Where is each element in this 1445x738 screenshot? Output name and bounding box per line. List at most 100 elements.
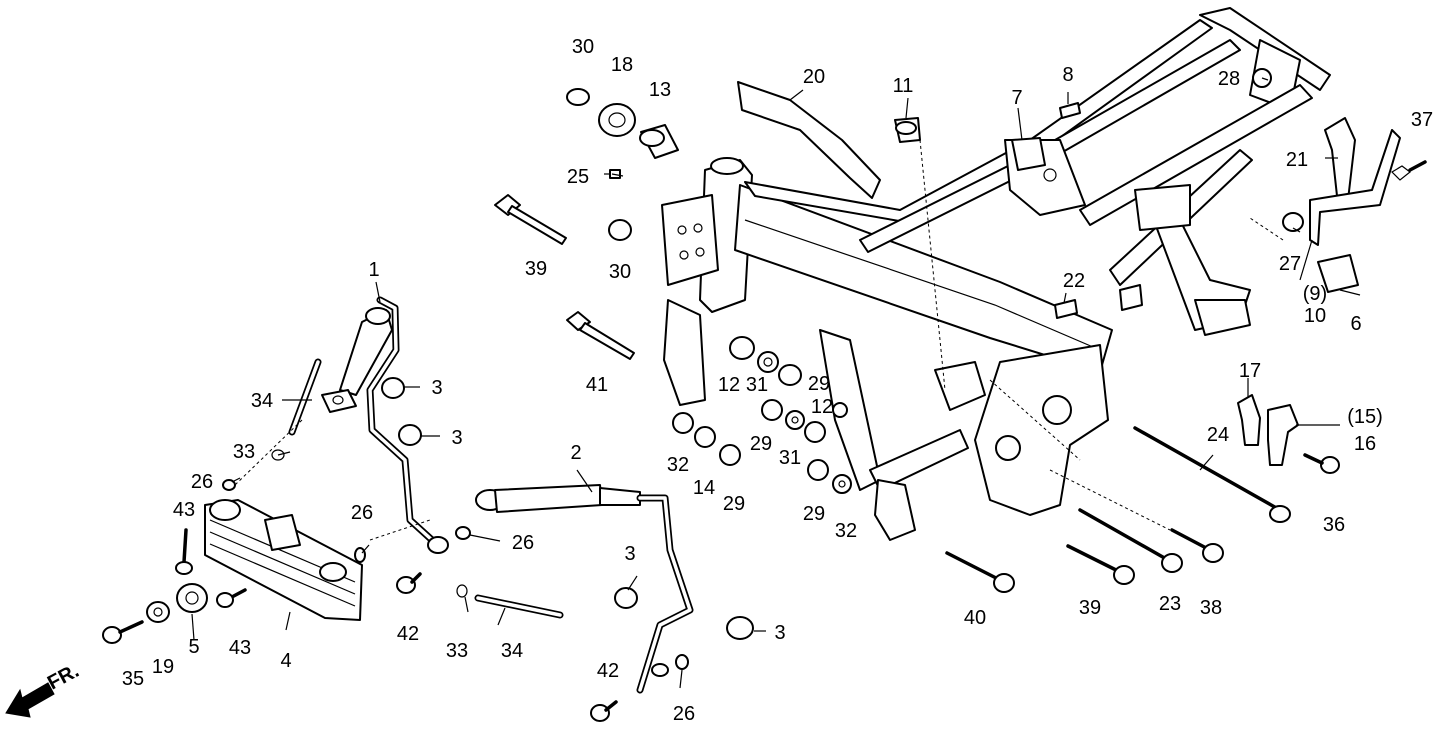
bolt-38 — [1170, 528, 1224, 563]
callout-2: 2 — [570, 442, 581, 464]
callout-29-c: 29 — [723, 493, 745, 515]
collar-13 — [639, 124, 679, 159]
grommet-3-a — [381, 377, 405, 399]
bushings-left-mount — [672, 336, 852, 494]
callout-38: 38 — [1200, 597, 1222, 619]
bolt-35 — [102, 620, 144, 644]
clip-33-top — [271, 449, 285, 461]
callout-33-b: 33 — [446, 640, 468, 662]
callout-6: 6 — [1350, 313, 1361, 335]
callout-42-b: 42 — [597, 660, 619, 682]
callout-10: 10 — [1304, 305, 1326, 327]
bolt-43-lower — [216, 588, 247, 608]
callout-16: 16 — [1354, 433, 1376, 455]
callout-13: 13 — [649, 79, 671, 101]
callout-18: 18 — [611, 54, 633, 76]
callout-8: 8 — [1062, 64, 1073, 86]
callout-41: 41 — [586, 374, 608, 396]
callout-43-a: 43 — [173, 499, 195, 521]
bolt-39-top — [494, 194, 567, 245]
ring-26-d — [675, 654, 689, 670]
callout-1: 1 — [368, 259, 379, 281]
assembly-lines — [234, 139, 1284, 541]
oil-cooler-4 — [204, 499, 363, 621]
callout-labels: 1 2 3 3 3 3 4 5 6 7 8 (9) 10 11 12 12 13… — [122, 36, 1433, 725]
frame-body — [661, 7, 1331, 541]
bolt-39-bottom — [1066, 544, 1135, 585]
callout-39-b: 39 — [1079, 597, 1101, 619]
grommet-3-b — [398, 424, 422, 446]
nut-30-mid — [608, 219, 632, 241]
hose-34-bottom — [474, 594, 564, 619]
callout-43-b: 43 — [229, 637, 251, 659]
bolt-42-a — [396, 572, 422, 594]
callout-26-a: 26 — [191, 471, 213, 493]
callout-22: 22 — [1063, 270, 1085, 292]
clip-33-bottom — [456, 584, 468, 598]
callout-3-d: 3 — [774, 622, 785, 644]
callout-7: 7 — [1011, 87, 1022, 109]
clamp-17 — [1237, 394, 1261, 446]
callout-25: 25 — [567, 166, 589, 188]
callout-4: 4 — [280, 650, 291, 672]
callout-14: 14 — [693, 477, 715, 499]
callout-19: 19 — [152, 656, 174, 678]
bearing-18 — [598, 103, 636, 137]
callout-3-a: 3 — [431, 377, 442, 399]
bolt-23 — [1078, 508, 1183, 573]
callout-29-a: 29 — [808, 373, 830, 395]
callout-26-c: 26 — [512, 532, 534, 554]
callout-24: 24 — [1207, 424, 1229, 446]
washer-19 — [146, 601, 170, 623]
callout-28: 28 — [1218, 68, 1240, 90]
callout-15: (15) — [1347, 406, 1383, 428]
label-22 — [1054, 299, 1078, 319]
callout-32-a: 32 — [667, 454, 689, 476]
label-8 — [1059, 102, 1081, 119]
callout-36: 36 — [1323, 514, 1345, 536]
callout-20: 20 — [803, 66, 825, 88]
callout-23: 23 — [1159, 593, 1181, 615]
callout-31-b: 31 — [779, 447, 801, 469]
grommet-3-c — [614, 587, 638, 609]
callout-26-b: 26 — [351, 502, 373, 524]
ring-26-c — [455, 526, 471, 540]
callout-21: 21 — [1286, 149, 1308, 171]
callout-34-a: 34 — [251, 390, 273, 412]
bolt-41 — [566, 311, 635, 360]
front-direction-arrow: FR. — [5, 660, 83, 718]
bracket-7 — [1011, 137, 1046, 171]
bracket-16 — [1267, 404, 1299, 466]
callout-33-a: 33 — [233, 441, 255, 463]
bracket-21 — [1309, 117, 1401, 246]
nut-27 — [1282, 212, 1304, 232]
ring-26-a — [222, 479, 236, 491]
callout-40: 40 — [964, 607, 986, 629]
callout-30-a: 30 — [572, 36, 594, 58]
callout-34-b: 34 — [501, 640, 523, 662]
bolt-43-upper — [175, 528, 193, 575]
callout-3-b: 3 — [451, 427, 462, 449]
callout-29-d: 29 — [803, 503, 825, 525]
bolt-40 — [945, 551, 1015, 593]
callout-30-b: 30 — [609, 261, 631, 283]
callout-26-d: 26 — [673, 703, 695, 725]
callout-11: 11 — [893, 75, 914, 97]
hose-1 — [321, 296, 449, 554]
callout-12-b: 12 — [811, 396, 833, 418]
callout-37: 37 — [1411, 109, 1433, 131]
callout-35: 35 — [122, 668, 144, 690]
grommet-3-d — [726, 616, 754, 640]
hose-34-top — [288, 358, 322, 436]
callout-9: (9) — [1303, 283, 1327, 305]
grommet-5 — [176, 583, 208, 613]
bracket-20 — [737, 81, 881, 199]
callout-42-a: 42 — [397, 623, 419, 645]
callout-5: 5 — [188, 636, 199, 658]
bolt-36 — [1303, 453, 1340, 474]
nut-30-top — [566, 88, 590, 106]
callout-31-a: 31 — [746, 374, 768, 396]
callout-12-a: 12 — [718, 374, 740, 396]
leader-lines — [191, 77, 1361, 689]
